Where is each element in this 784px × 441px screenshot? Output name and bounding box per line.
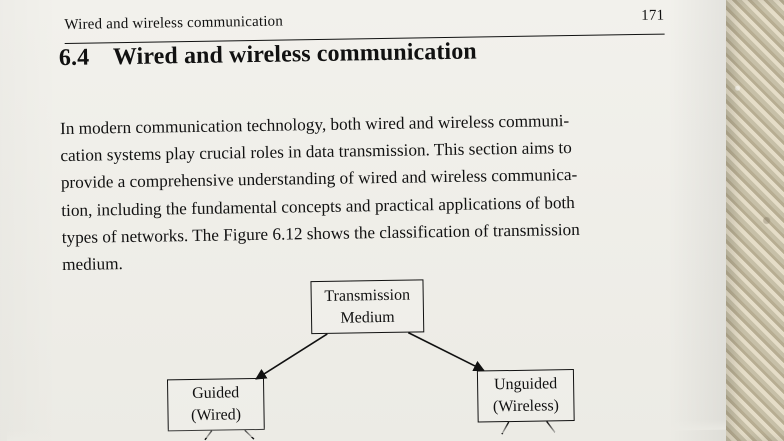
page-number: 171	[641, 7, 665, 24]
page-content: Wired and wireless communication 171 6.4…	[4, 7, 733, 441]
connector-guided-left-stub	[204, 430, 213, 441]
guided-line-1: Guided	[192, 384, 240, 403]
transmission-medium-line-2: Medium	[340, 308, 395, 327]
connector-unguided-left-stub	[501, 421, 510, 435]
connector-unguided-right-stub	[546, 421, 556, 433]
classification-diagram: Transmission Medium Guided (Wired) Ungui…	[4, 259, 733, 441]
guided-line-2: (Wired)	[190, 406, 242, 425]
connector-root-to-unguided	[407, 331, 485, 372]
unguided-line-2: (Wireless)	[492, 397, 560, 416]
book-page: Wired and wireless communication 171 6.4…	[0, 0, 733, 441]
guided-wired-box: Guided (Wired)	[166, 377, 265, 432]
transmission-medium-line-1: Transmission	[324, 286, 411, 305]
running-head-title: Wired and wireless communication	[64, 13, 284, 33]
connector-root-to-guided	[255, 333, 328, 380]
unguided-wireless-box: Unguided (Wireless)	[476, 369, 575, 423]
section-number: 6.4	[58, 44, 90, 72]
body-paragraph: In modern communication technology, both…	[60, 105, 682, 278]
fabric-background	[726, 0, 784, 441]
transmission-medium-box: Transmission Medium	[310, 279, 425, 335]
section-title: Wired and wireless communication	[112, 38, 477, 71]
unguided-line-1: Unguided	[493, 375, 558, 394]
connector-guided-right-stub	[244, 429, 255, 440]
section-heading: 6.4 Wired and wireless communication	[59, 39, 477, 73]
